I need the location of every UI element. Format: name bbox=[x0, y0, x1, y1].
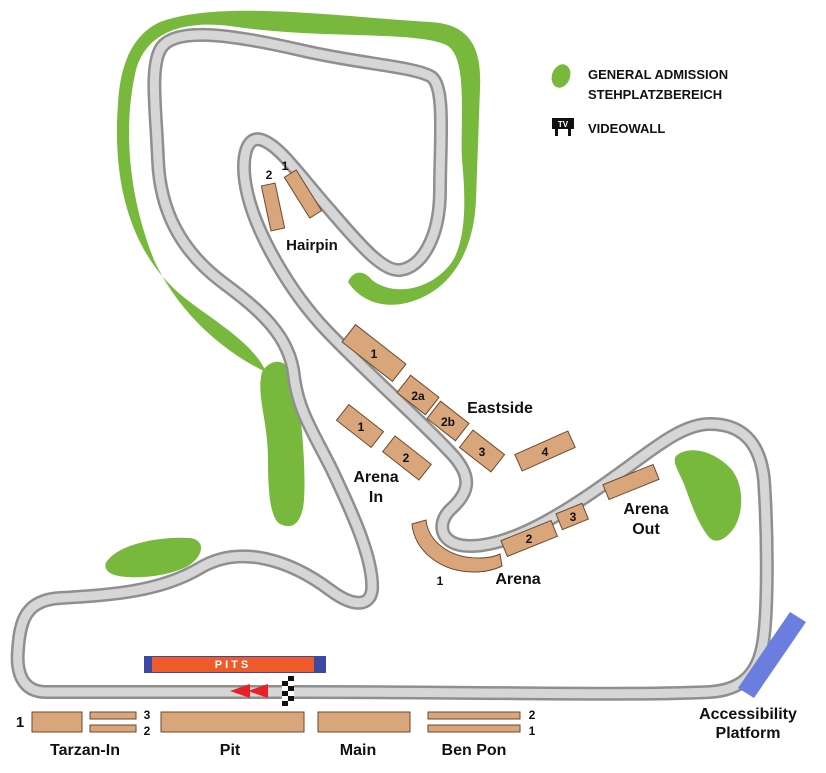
stand-arena-in-2-number: 2 bbox=[403, 451, 410, 465]
stand-eastside-4: 4 bbox=[514, 430, 576, 472]
stand-arena-1: 1 bbox=[411, 519, 503, 588]
stand-tarzan-in-1-number: 1 bbox=[16, 714, 24, 731]
stand-hairpin-2-number: 2 bbox=[266, 168, 273, 182]
stand-main bbox=[317, 711, 411, 733]
pits-label: PITS bbox=[215, 659, 251, 671]
ga-area-west bbox=[105, 537, 202, 578]
stand-eastside-3-number: 3 bbox=[479, 445, 486, 459]
stand-hairpin-2: 2 bbox=[260, 168, 286, 232]
stand-pit bbox=[160, 711, 305, 733]
stand-arena-in-2: 2 bbox=[382, 435, 432, 481]
videowall-icon: TV bbox=[552, 118, 574, 136]
stand-tarzan-in-1: 1 bbox=[16, 711, 83, 733]
stand-arena-in-1: 1 bbox=[335, 403, 385, 449]
videowall-badge: TV bbox=[558, 120, 569, 129]
stand-eastside-1: 1 bbox=[341, 323, 407, 383]
stand-eastside-2a: 2a bbox=[396, 374, 440, 416]
label-arena-out-line2: Out bbox=[632, 521, 660, 538]
legend-videowall: VIDEOWALL bbox=[588, 121, 665, 136]
label-arena-in-line2: In bbox=[369, 489, 383, 506]
label-arena-out-line1: Arena bbox=[623, 501, 668, 518]
label-main: Main bbox=[340, 742, 376, 759]
stand-eastside-2b: 2b bbox=[426, 400, 470, 442]
stand-hairpin-1-number: 1 bbox=[282, 159, 289, 173]
label-pit: Pit bbox=[220, 742, 241, 759]
label-arena: Arena bbox=[495, 571, 540, 588]
stand-eastside-2a-number: 2a bbox=[411, 389, 425, 403]
stand-arena-1-number: 1 bbox=[437, 574, 444, 588]
stand-arena-in-1-number: 1 bbox=[358, 420, 365, 434]
stand-ben-pon-2: 2 bbox=[427, 708, 536, 722]
pits-building: PITS bbox=[144, 656, 326, 673]
label-tarzan-in: Tarzan-In bbox=[50, 742, 120, 759]
label-accessibility-line1: Accessibility bbox=[699, 706, 797, 723]
stand-tarzan-in-2-number: 2 bbox=[144, 724, 151, 738]
race-track-surface bbox=[13, 30, 772, 699]
ga-area-east bbox=[674, 450, 742, 541]
start-finish-line bbox=[282, 676, 294, 706]
stand-tarzan-in-3: 3 bbox=[89, 708, 151, 722]
stand-arena-out bbox=[602, 463, 660, 501]
stand-hairpin-1: 1 bbox=[282, 159, 323, 219]
stand-arena-2-number: 2 bbox=[526, 532, 533, 546]
label-arena-in-line1: Arena bbox=[353, 469, 398, 486]
stand-eastside-1-number: 1 bbox=[371, 347, 378, 361]
direction-arrows-icon bbox=[230, 684, 268, 698]
accessibility-platform bbox=[738, 612, 806, 698]
label-ben-pon: Ben Pon bbox=[442, 742, 507, 759]
stand-eastside-4-number: 4 bbox=[542, 445, 549, 459]
stand-ben-pon-2-number: 2 bbox=[529, 708, 536, 722]
label-eastside: Eastside bbox=[467, 400, 533, 417]
stand-ben-pon-1: 1 bbox=[427, 724, 536, 738]
stand-tarzan-in-3-number: 3 bbox=[144, 708, 151, 722]
legend-general-admission-line2: STEHPLATZBEREICH bbox=[588, 87, 722, 102]
stand-arena-3-number: 3 bbox=[570, 510, 577, 524]
stand-tarzan-in-2: 2 bbox=[89, 724, 151, 738]
stand-eastside-2b-number: 2b bbox=[441, 415, 455, 429]
label-hairpin: Hairpin bbox=[286, 237, 338, 254]
label-accessibility-line2: Platform bbox=[716, 725, 781, 742]
legend-general-admission-line1: GENERAL ADMISSION bbox=[588, 67, 728, 82]
stand-ben-pon-1-number: 1 bbox=[529, 724, 536, 738]
stand-arena-2: 2 bbox=[500, 519, 559, 558]
stand-eastside-3: 3 bbox=[458, 429, 506, 473]
stand-arena-3: 3 bbox=[555, 502, 590, 531]
general-admission-icon bbox=[551, 64, 571, 88]
legend: GENERAL ADMISSION STEHPLATZBEREICH TV VI… bbox=[551, 64, 728, 136]
